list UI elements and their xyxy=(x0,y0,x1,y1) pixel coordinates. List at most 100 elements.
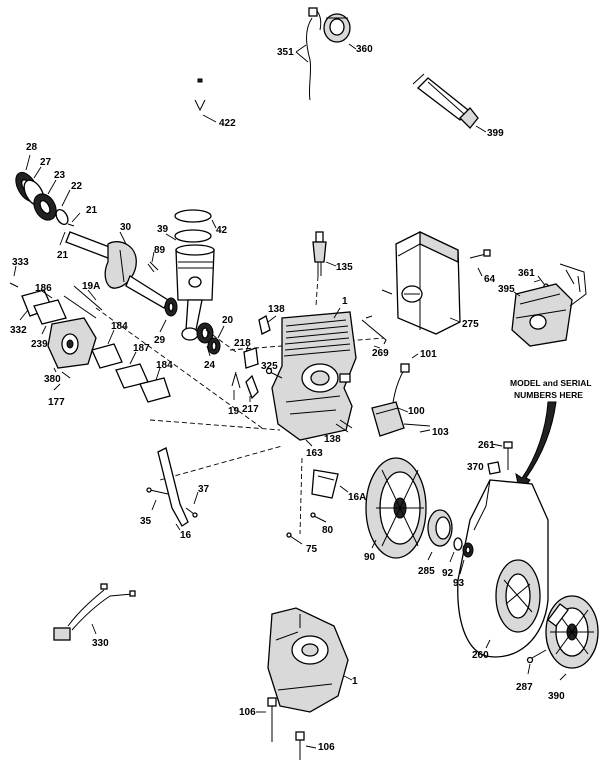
muffler-gasket-138 xyxy=(258,315,271,335)
label-138-upper: 138 xyxy=(268,304,285,315)
carburetor-380-part xyxy=(47,317,97,369)
label-218: 218 xyxy=(234,338,251,349)
nut-93 xyxy=(462,542,474,558)
label-285: 285 xyxy=(418,566,435,577)
label-138-lower: 138 xyxy=(324,434,341,445)
key-80-part xyxy=(310,512,327,523)
model-serial-line2: NUMBERS HERE xyxy=(514,390,583,400)
piston-rings-part xyxy=(174,209,212,243)
screw-261-part xyxy=(503,441,513,470)
decal-370-part xyxy=(487,461,501,475)
bearing-29-part xyxy=(164,297,178,317)
label-64: 64 xyxy=(484,274,496,285)
label-1-lower: 1 xyxy=(352,676,358,687)
assembly-guide-lines xyxy=(95,275,385,535)
label-186: 186 xyxy=(35,283,52,294)
throttle-lever-part xyxy=(146,447,198,527)
label-135: 135 xyxy=(336,262,353,273)
label-380: 380 xyxy=(44,374,61,385)
recoil-starter-part xyxy=(545,595,599,669)
screw-64-part xyxy=(469,249,491,259)
label-21-upper: 21 xyxy=(86,205,98,216)
label-16: 16 xyxy=(180,530,192,541)
label-28: 28 xyxy=(26,142,38,153)
label-90: 90 xyxy=(364,552,376,563)
label-19A: 19A xyxy=(82,281,100,292)
label-92: 92 xyxy=(442,568,454,579)
label-27: 27 xyxy=(40,157,52,168)
seal-24-part xyxy=(196,322,214,344)
primer-bulb-part xyxy=(323,13,351,43)
label-187: 187 xyxy=(133,343,150,354)
bracket-217-part xyxy=(245,374,259,400)
label-20: 20 xyxy=(222,315,234,326)
label-163: 163 xyxy=(306,448,323,459)
clip-part-422 xyxy=(194,78,206,112)
label-269: 269 xyxy=(372,348,389,359)
label-75: 75 xyxy=(306,544,318,555)
crankshaft-seal-stack xyxy=(15,171,75,227)
label-37: 37 xyxy=(198,484,210,495)
label-330: 330 xyxy=(92,638,109,649)
label-24: 24 xyxy=(204,360,216,371)
label-19: 19 xyxy=(228,406,240,417)
label-287: 287 xyxy=(516,682,533,693)
bolt-106-lower xyxy=(295,731,305,760)
label-217: 217 xyxy=(242,404,259,415)
gasket-138-lower xyxy=(335,419,353,433)
label-21-lower: 21 xyxy=(57,250,69,261)
throttle-link-part xyxy=(361,315,387,345)
label-361: 361 xyxy=(518,268,535,279)
crankcase-lower-part xyxy=(267,607,349,713)
starter-cup-285 xyxy=(427,509,453,547)
ignition-module-part xyxy=(371,401,431,437)
left-gasket-stack xyxy=(9,282,103,325)
fuel-line-part xyxy=(306,7,322,101)
label-100: 100 xyxy=(408,406,425,417)
label-106-lower: 106 xyxy=(318,742,335,753)
cylinder-cooling-fins xyxy=(283,319,351,357)
model-serial-arrow xyxy=(515,401,557,496)
grease-tube-part xyxy=(412,73,479,129)
label-89: 89 xyxy=(154,245,166,256)
label-42: 42 xyxy=(216,225,228,236)
label-333: 333 xyxy=(12,257,29,268)
air-filter-housing-part xyxy=(381,230,461,335)
seal-20-part xyxy=(207,337,221,355)
label-103: 103 xyxy=(432,427,449,438)
shroud-16A-part xyxy=(311,469,339,499)
crankshaft-part xyxy=(65,231,169,309)
label-184-lower: 184 xyxy=(156,360,173,371)
label-332: 332 xyxy=(10,325,27,336)
label-80: 80 xyxy=(322,525,334,536)
label-325: 325 xyxy=(261,361,278,372)
seal-19-part xyxy=(231,371,241,389)
label-35: 35 xyxy=(140,516,152,527)
label-177: 177 xyxy=(48,397,65,408)
label-351: 351 xyxy=(277,47,294,58)
label-370: 370 xyxy=(467,462,484,473)
label-422: 422 xyxy=(219,118,236,129)
label-106-upper: 106 xyxy=(239,707,256,718)
gasket-184-upper xyxy=(91,343,123,369)
label-101: 101 xyxy=(420,349,437,360)
clip-218-part xyxy=(243,347,259,369)
label-360: 360 xyxy=(356,44,373,55)
carburetor-395-part xyxy=(511,263,587,347)
label-30: 30 xyxy=(120,222,132,233)
bolt-106-upper xyxy=(267,697,277,742)
label-16A: 16A xyxy=(348,492,366,503)
label-239: 239 xyxy=(31,339,48,350)
label-184-upper: 184 xyxy=(111,321,128,332)
label-93: 93 xyxy=(453,578,465,589)
label-1-upper: 1 xyxy=(342,296,348,307)
flywheel-part xyxy=(365,457,427,559)
screw-287-part xyxy=(526,649,547,664)
label-399: 399 xyxy=(487,128,504,139)
screw-75-part xyxy=(286,532,303,545)
screw-325-part xyxy=(265,367,283,379)
label-275: 275 xyxy=(462,319,479,330)
washer-92 xyxy=(453,537,463,551)
